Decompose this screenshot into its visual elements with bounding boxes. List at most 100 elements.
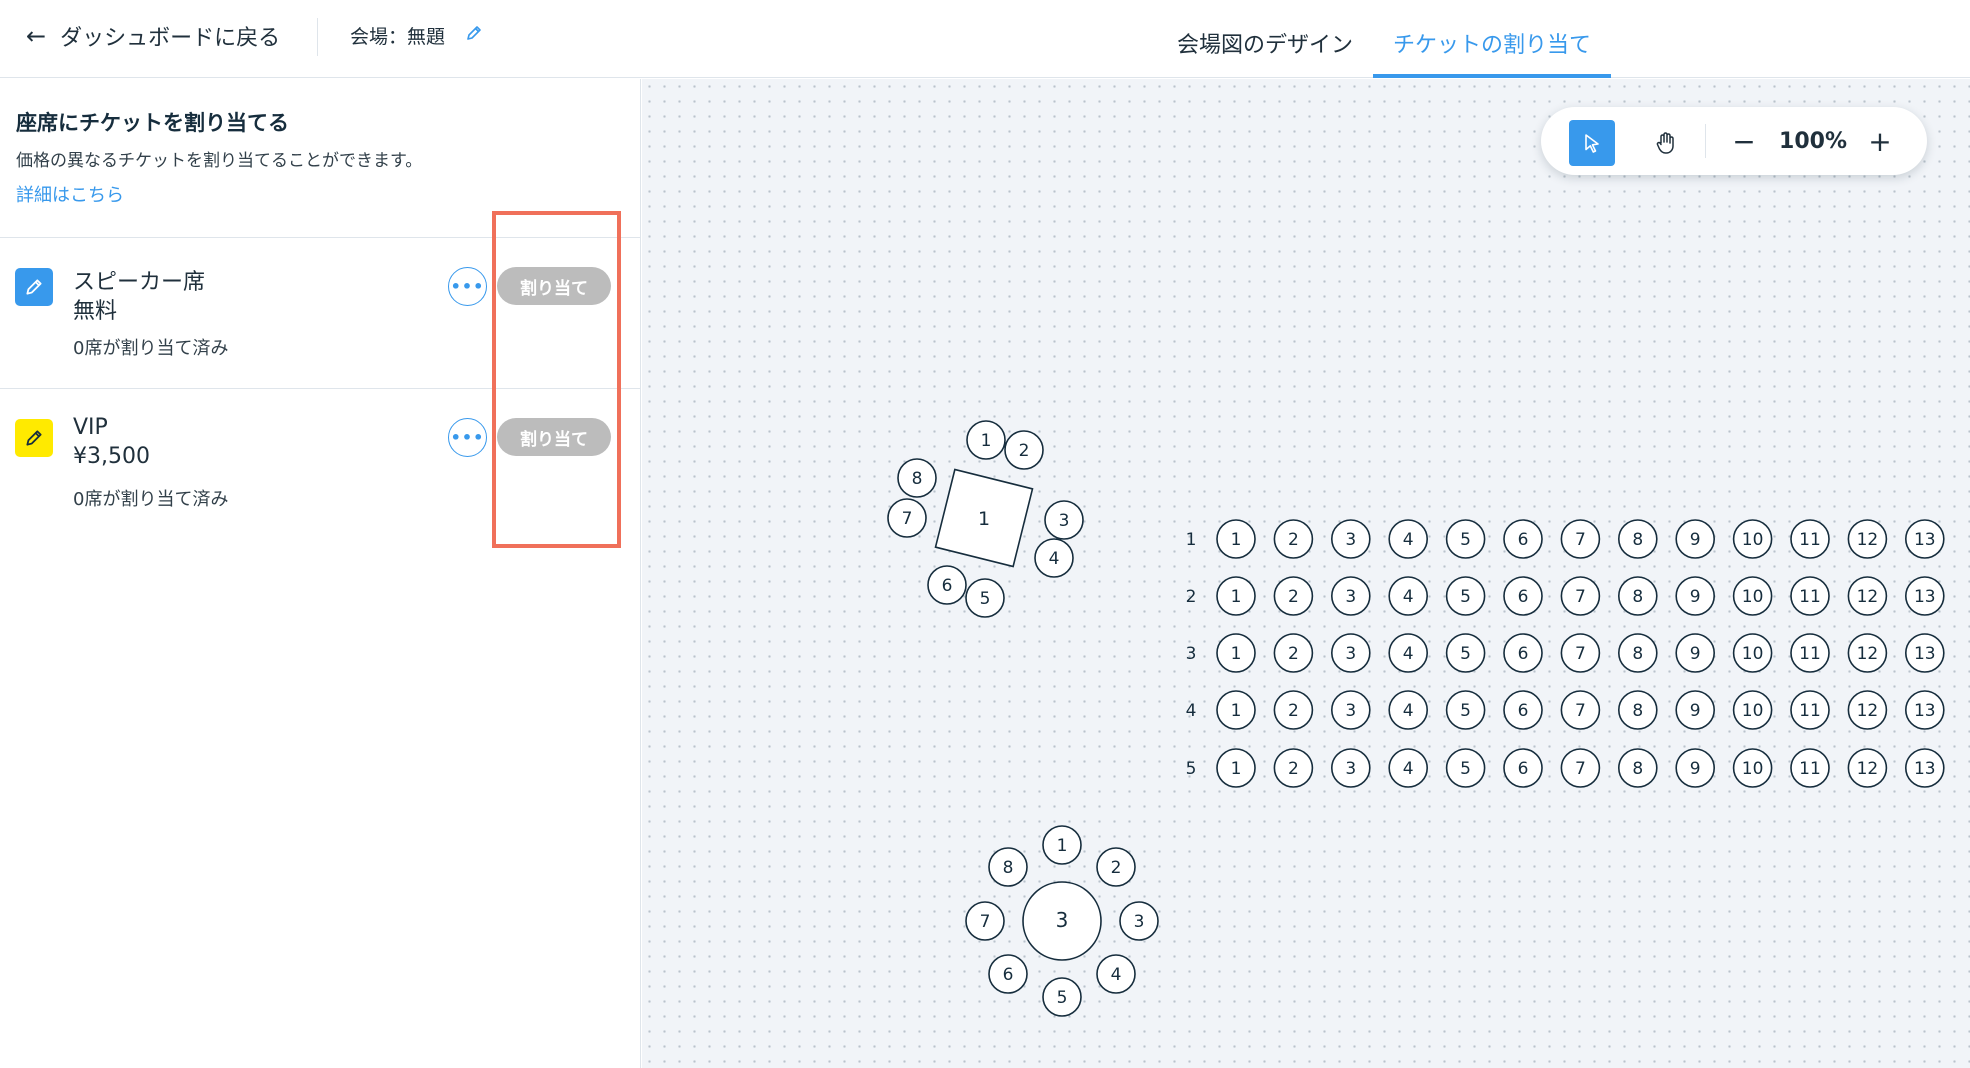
row-seat[interactable]: 11 <box>1790 519 1830 559</box>
row-seat[interactable]: 1 <box>1216 576 1256 616</box>
zoom-out-button[interactable]: − <box>1732 124 1756 158</box>
pencil-icon[interactable] <box>15 268 53 306</box>
row-seat[interactable]: 3 <box>1330 576 1371 616</box>
row-seat[interactable]: 1 <box>1216 519 1256 559</box>
row-seat[interactable]: 1 <box>1216 633 1256 673</box>
row-seat[interactable]: 5 <box>1445 576 1486 616</box>
square-table-seat[interactable]: 3 <box>1044 500 1084 540</box>
hand-tool-button[interactable] <box>1643 120 1689 166</box>
row-seat[interactable]: 8 <box>1617 690 1658 730</box>
row-seat[interactable]: 4 <box>1388 519 1429 559</box>
row-seat[interactable]: 11 <box>1790 576 1830 616</box>
row-seat[interactable]: 10 <box>1732 633 1773 673</box>
square-table-seat[interactable]: 5 <box>965 578 1005 618</box>
row-seat[interactable]: 9 <box>1675 748 1715 788</box>
row-seat[interactable]: 4 <box>1388 633 1429 673</box>
row-seat[interactable]: 12 <box>1847 748 1888 788</box>
row-seat[interactable]: 5 <box>1445 748 1486 788</box>
row-seat[interactable]: 4 <box>1388 748 1429 788</box>
round-table-seat[interactable]: 3 <box>1119 901 1159 941</box>
row-seat[interactable]: 9 <box>1675 633 1715 673</box>
row-seat[interactable]: 7 <box>1560 748 1601 788</box>
more-actions-button[interactable]: ••• <box>448 418 487 457</box>
square-table-seat[interactable]: 8 <box>897 458 937 498</box>
square-table-seat[interactable]: 1 <box>966 420 1006 460</box>
row-seat[interactable]: 7 <box>1560 690 1601 730</box>
row-seat[interactable]: 2 <box>1273 519 1314 559</box>
row-seat[interactable]: 3 <box>1330 633 1371 673</box>
row-seat[interactable]: 9 <box>1675 690 1715 730</box>
square-table-seat[interactable]: 7 <box>887 498 927 538</box>
round-table-seat[interactable]: 5 <box>1042 977 1082 1017</box>
row-seat[interactable]: 13 <box>1905 576 1945 616</box>
square-table[interactable]: 1 <box>934 468 1034 568</box>
row-seat[interactable]: 12 <box>1847 576 1888 616</box>
row-seat[interactable]: 2 <box>1273 633 1314 673</box>
row-seat[interactable]: 7 <box>1560 519 1601 559</box>
row-seat[interactable]: 9 <box>1675 576 1715 616</box>
row-seat[interactable]: 5 <box>1445 633 1486 673</box>
row-seat[interactable]: 6 <box>1503 748 1543 788</box>
round-table-seat[interactable]: 1 <box>1042 825 1082 865</box>
row-seat[interactable]: 3 <box>1330 690 1371 730</box>
round-table-seat[interactable]: 7 <box>965 901 1005 941</box>
row-seat[interactable]: 8 <box>1617 633 1658 673</box>
zoom-in-button[interactable]: + <box>1868 124 1892 158</box>
assign-button[interactable]: 割り当て <box>497 267 611 305</box>
tab-assign-tickets[interactable]: チケットの割り当て <box>1373 0 1612 78</box>
back-to-dashboard-link[interactable]: ← ダッシュボードに戻る <box>26 18 280 54</box>
row-seat[interactable]: 11 <box>1790 690 1830 730</box>
row-seat[interactable]: 12 <box>1847 519 1888 559</box>
row-seat[interactable]: 6 <box>1503 519 1543 559</box>
row-seat[interactable]: 9 <box>1675 519 1715 559</box>
row-seat[interactable]: 6 <box>1503 633 1543 673</box>
round-table[interactable]: 3 <box>1022 881 1102 961</box>
row-seat[interactable]: 10 <box>1732 576 1773 616</box>
row-seat[interactable]: 13 <box>1905 748 1945 788</box>
assign-button[interactable]: 割り当て <box>497 418 611 456</box>
row-seat[interactable]: 4 <box>1388 690 1429 730</box>
row-seat[interactable]: 13 <box>1905 690 1945 730</box>
round-table-seat[interactable]: 6 <box>988 954 1028 994</box>
row-seat[interactable]: 13 <box>1905 633 1945 673</box>
round-table-seat[interactable]: 4 <box>1096 954 1136 994</box>
square-table-seat[interactable]: 6 <box>927 565 967 605</box>
row-seat[interactable]: 3 <box>1330 748 1371 788</box>
row-seat[interactable]: 6 <box>1503 690 1543 730</box>
row-seat[interactable]: 8 <box>1617 748 1658 788</box>
square-table-seat[interactable]: 2 <box>1004 430 1044 470</box>
row-seat[interactable]: 5 <box>1445 519 1486 559</box>
row-seat[interactable]: 10 <box>1732 690 1773 730</box>
square-table-seat[interactable]: 4 <box>1034 538 1074 578</box>
row-seat[interactable]: 12 <box>1847 690 1888 730</box>
row-seat[interactable]: 2 <box>1273 748 1314 788</box>
learn-more-link[interactable]: 詳細はこちら <box>16 185 124 206</box>
row-seat[interactable]: 12 <box>1847 633 1888 673</box>
row-seat[interactable]: 10 <box>1732 748 1773 788</box>
row-seat[interactable]: 2 <box>1273 690 1314 730</box>
row-seat[interactable]: 1 <box>1216 690 1256 730</box>
row-seat[interactable]: 2 <box>1273 576 1314 616</box>
row-seat[interactable]: 8 <box>1617 576 1658 616</box>
row-seat[interactable]: 6 <box>1503 576 1543 616</box>
row-seat[interactable]: 7 <box>1560 576 1601 616</box>
row-seat[interactable]: 8 <box>1617 519 1658 559</box>
round-table-seat[interactable]: 2 <box>1096 847 1136 887</box>
pencil-icon[interactable] <box>15 419 53 457</box>
select-tool-button[interactable] <box>1569 120 1615 166</box>
round-table-seat[interactable]: 8 <box>988 847 1028 887</box>
row-seat[interactable]: 10 <box>1732 519 1773 559</box>
row-seat[interactable]: 5 <box>1445 690 1486 730</box>
tab-design[interactable]: 会場図のデザイン <box>1177 33 1354 58</box>
row-seat[interactable]: 11 <box>1790 633 1830 673</box>
edit-venue-name-icon[interactable] <box>465 24 483 47</box>
row-seat[interactable]: 7 <box>1560 633 1601 673</box>
more-actions-button[interactable]: ••• <box>448 267 487 306</box>
row-seat[interactable]: 4 <box>1388 576 1429 616</box>
row-seat[interactable]: 11 <box>1790 748 1830 788</box>
row-seat[interactable]: 1 <box>1216 748 1256 788</box>
row-seat[interactable]: 3 <box>1330 519 1371 559</box>
row-seat[interactable]: 13 <box>1905 519 1945 559</box>
